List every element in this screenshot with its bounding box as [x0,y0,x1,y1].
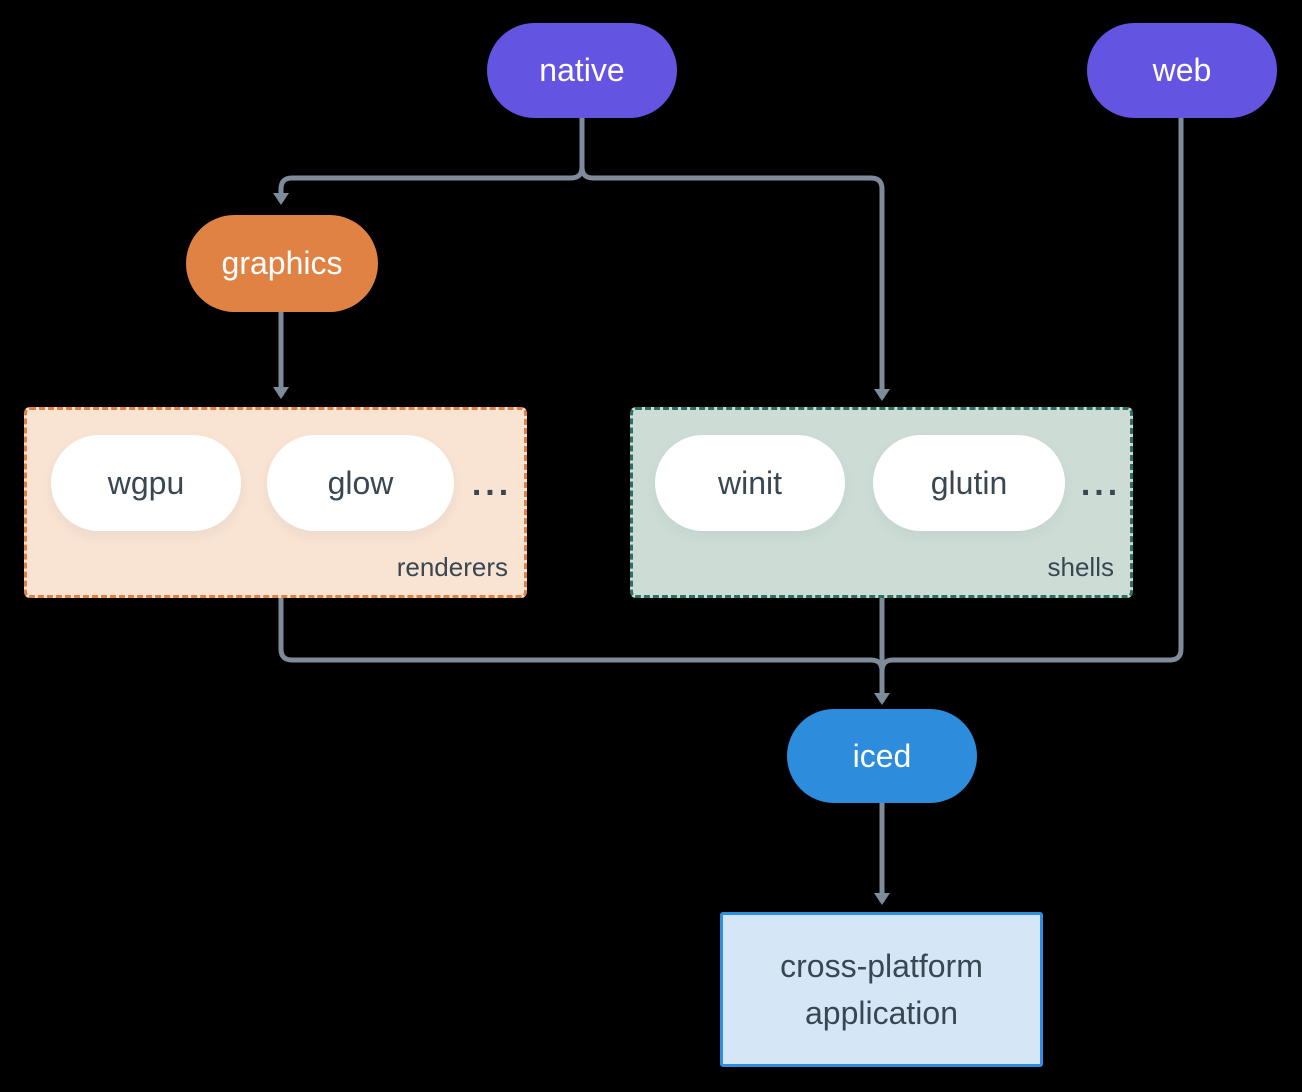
application-label-line-1: cross-platform [780,947,983,984]
edge-renderers-to-merge [278,598,885,672]
renderers-ellipsis: ... [471,465,513,503]
node-graphics-label: graphics [221,245,343,281]
node-winit-label: winit [717,464,782,501]
group-renderers: wgpu glow ... renderers [24,407,527,598]
edge-native-to-graphics [273,118,585,205]
node-graphics: graphics [186,215,378,312]
node-iced: iced [787,709,977,803]
application-label-line-2: application [805,994,958,1031]
shells-group-label: shells [1047,552,1114,582]
edge-native-to-shells [579,118,890,401]
node-native-label: native [539,52,625,88]
node-wgpu: wgpu [51,435,241,531]
node-winit: winit [655,435,845,531]
node-web-label: web [1152,52,1212,88]
node-native: native [487,23,677,118]
shells-ellipsis: ... [1080,465,1122,503]
node-glow-label: glow [327,464,394,501]
node-cross-platform-application: cross-platform application [720,912,1043,1067]
node-web: web [1087,23,1277,118]
node-glutin-label: glutin [930,464,1008,501]
node-glow: glow [267,435,454,531]
node-wgpu-label: wgpu [107,464,185,501]
group-shells: winit glutin ... shells [630,407,1133,598]
renderers-group-label: renderers [396,552,508,582]
node-glutin: glutin [873,435,1065,531]
node-iced-label: iced [852,737,912,774]
